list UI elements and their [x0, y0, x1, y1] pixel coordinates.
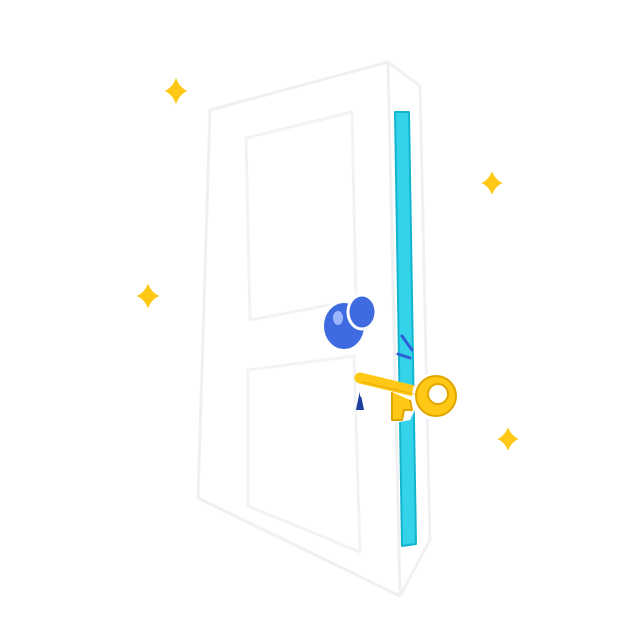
sparkle-icon: [130, 70, 525, 458]
sparkle-right-top: [475, 164, 509, 202]
motion-lines: [396, 334, 414, 360]
keyhole-icon: [356, 390, 364, 410]
door-knob-icon: [320, 293, 378, 353]
sparkle-right-bottom: [491, 420, 525, 458]
sparkle-mid-left: [130, 276, 166, 316]
door-lower-inset: [246, 354, 362, 554]
door-panel: [196, 60, 402, 598]
key-icon: [354, 372, 460, 424]
door-icon: [196, 60, 432, 598]
sparkle-top-left: [158, 70, 194, 112]
door-frame-line: [387, 60, 432, 597]
